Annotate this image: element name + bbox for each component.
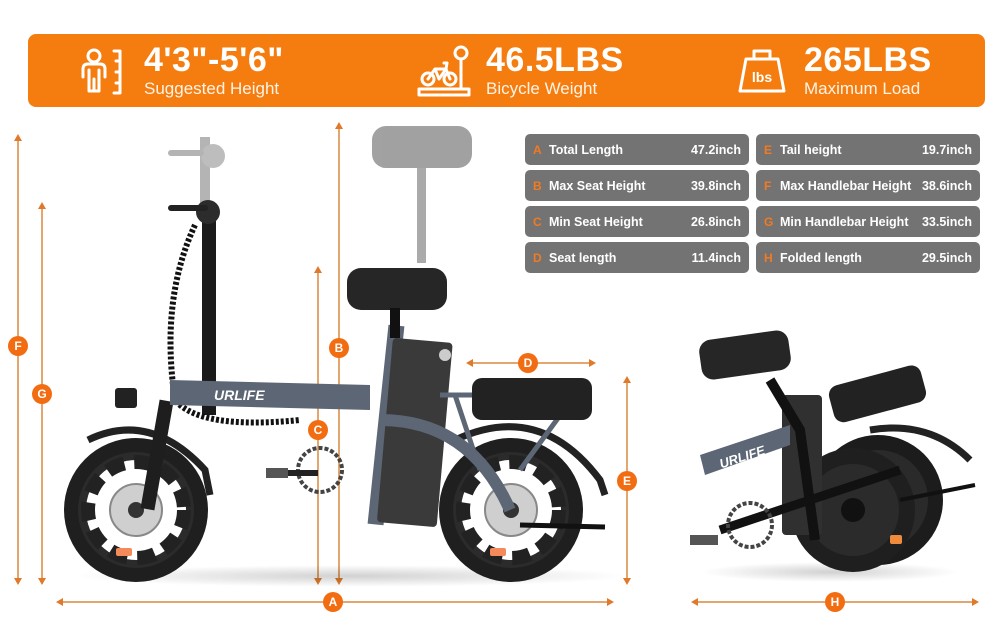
spec-letter: C: [533, 214, 542, 229]
arrow-right-icon: [607, 598, 614, 606]
arrow-down-icon: [38, 578, 46, 585]
marker-b: B: [329, 338, 349, 358]
arrow-left-icon: [466, 359, 473, 367]
spec-value: 33.5inch: [921, 214, 972, 229]
arrow-left-icon: [691, 598, 698, 606]
spec-label: Max Seat Height: [549, 178, 646, 193]
arrow-up-icon: [623, 376, 631, 383]
spec-banner: 4'3"-5'6" Suggested Height 46.5LBS Bicyc…: [28, 34, 985, 107]
spec-letter: H: [764, 250, 773, 265]
spec-label: Min Seat Height: [549, 214, 643, 229]
marker-f: F: [8, 336, 28, 356]
arrow-down-icon: [335, 578, 343, 585]
spec-row-min-handlebar-height: G Min Handlebar Height 33.5inch: [756, 206, 980, 237]
spec-label: Folded length: [780, 250, 862, 265]
spec-row-max-handlebar-height: F Max Handlebar Height 38.6inch: [756, 170, 980, 201]
arrow-up-icon: [14, 134, 22, 141]
stat-label: Suggested Height: [144, 78, 280, 98]
spec-value: 26.8inch: [690, 214, 741, 229]
spec-value: 38.6inch: [921, 178, 972, 193]
stat-label: Maximum Load: [804, 78, 921, 98]
person-height-icon: [81, 48, 122, 94]
svg-text:URLIFE: URLIFE: [214, 387, 265, 403]
marker-g: G: [32, 384, 52, 404]
arrow-right-icon: [589, 359, 596, 367]
spec-row-max-seat-height: B Max Seat Height 39.8inch: [525, 170, 749, 201]
stat-label: Bicycle Weight: [486, 78, 598, 98]
stat-value: 4'3"-5'6": [144, 40, 284, 79]
marker-a: A: [323, 592, 343, 612]
spec-row-seat-length: D Seat length 11.4inch: [525, 242, 749, 273]
spec-letter: A: [533, 142, 542, 157]
arrow-up-icon: [38, 202, 46, 209]
marker-c: C: [308, 420, 328, 440]
stat-suggested-height: 4'3"-5'6" Suggested Height: [74, 34, 284, 107]
spec-row-folded-length: H Folded length 29.5inch: [756, 242, 980, 273]
ebike-folded-illustration: URLIFE: [690, 330, 976, 572]
bike-scale-icon: [417, 45, 471, 96]
spec-label: Total Length: [549, 142, 624, 157]
arrow-up-icon: [314, 266, 322, 273]
spec-row-tail-height: E Tail height 19.7inch: [756, 134, 980, 165]
spec-value: 19.7inch: [921, 142, 972, 157]
spec-value: 29.5inch: [921, 250, 972, 265]
arrow-down-icon: [623, 578, 631, 585]
spec-letter: E: [764, 142, 773, 157]
spec-letter: G: [764, 214, 774, 229]
stat-maximum-load: lbs 265LBS Maximum Load: [734, 34, 932, 107]
spec-letter: B: [533, 178, 542, 193]
spec-letter: F: [764, 178, 772, 193]
dimension-line-f: [17, 138, 19, 581]
spec-value: 39.8inch: [690, 178, 741, 193]
spec-value: 47.2inch: [690, 142, 741, 157]
svg-text:lbs: lbs: [752, 69, 772, 85]
stat-bicycle-weight: 46.5LBS Bicycle Weight: [416, 34, 624, 107]
ground-shadow: [700, 562, 960, 582]
spec-row-total-length: A Total Length 47.2inch: [525, 134, 749, 165]
stat-value: 265LBS: [804, 40, 932, 79]
marker-d: D: [518, 353, 538, 373]
marker-e: E: [617, 471, 637, 491]
arrow-down-icon: [14, 578, 22, 585]
marker-h: H: [825, 592, 845, 612]
spec-label: Tail height: [780, 142, 842, 157]
spec-label: Min Handlebar Height: [780, 214, 909, 229]
spec-row-min-seat-height: C Min Seat Height 26.8inch: [525, 206, 749, 237]
arrow-left-icon: [56, 598, 63, 606]
spec-label: Max Handlebar Height: [780, 178, 912, 193]
arrow-up-icon: [335, 122, 343, 129]
weight-lbs-icon: lbs: [738, 49, 786, 92]
spec-letter: D: [533, 250, 542, 265]
spec-value: 11.4inch: [691, 250, 741, 265]
spec-label: Seat length: [549, 250, 617, 265]
stat-value: 46.5LBS: [486, 40, 624, 79]
arrow-down-icon: [314, 578, 322, 585]
arrow-right-icon: [972, 598, 979, 606]
ebike-unfolded-illustration: URLIFE: [64, 126, 609, 582]
